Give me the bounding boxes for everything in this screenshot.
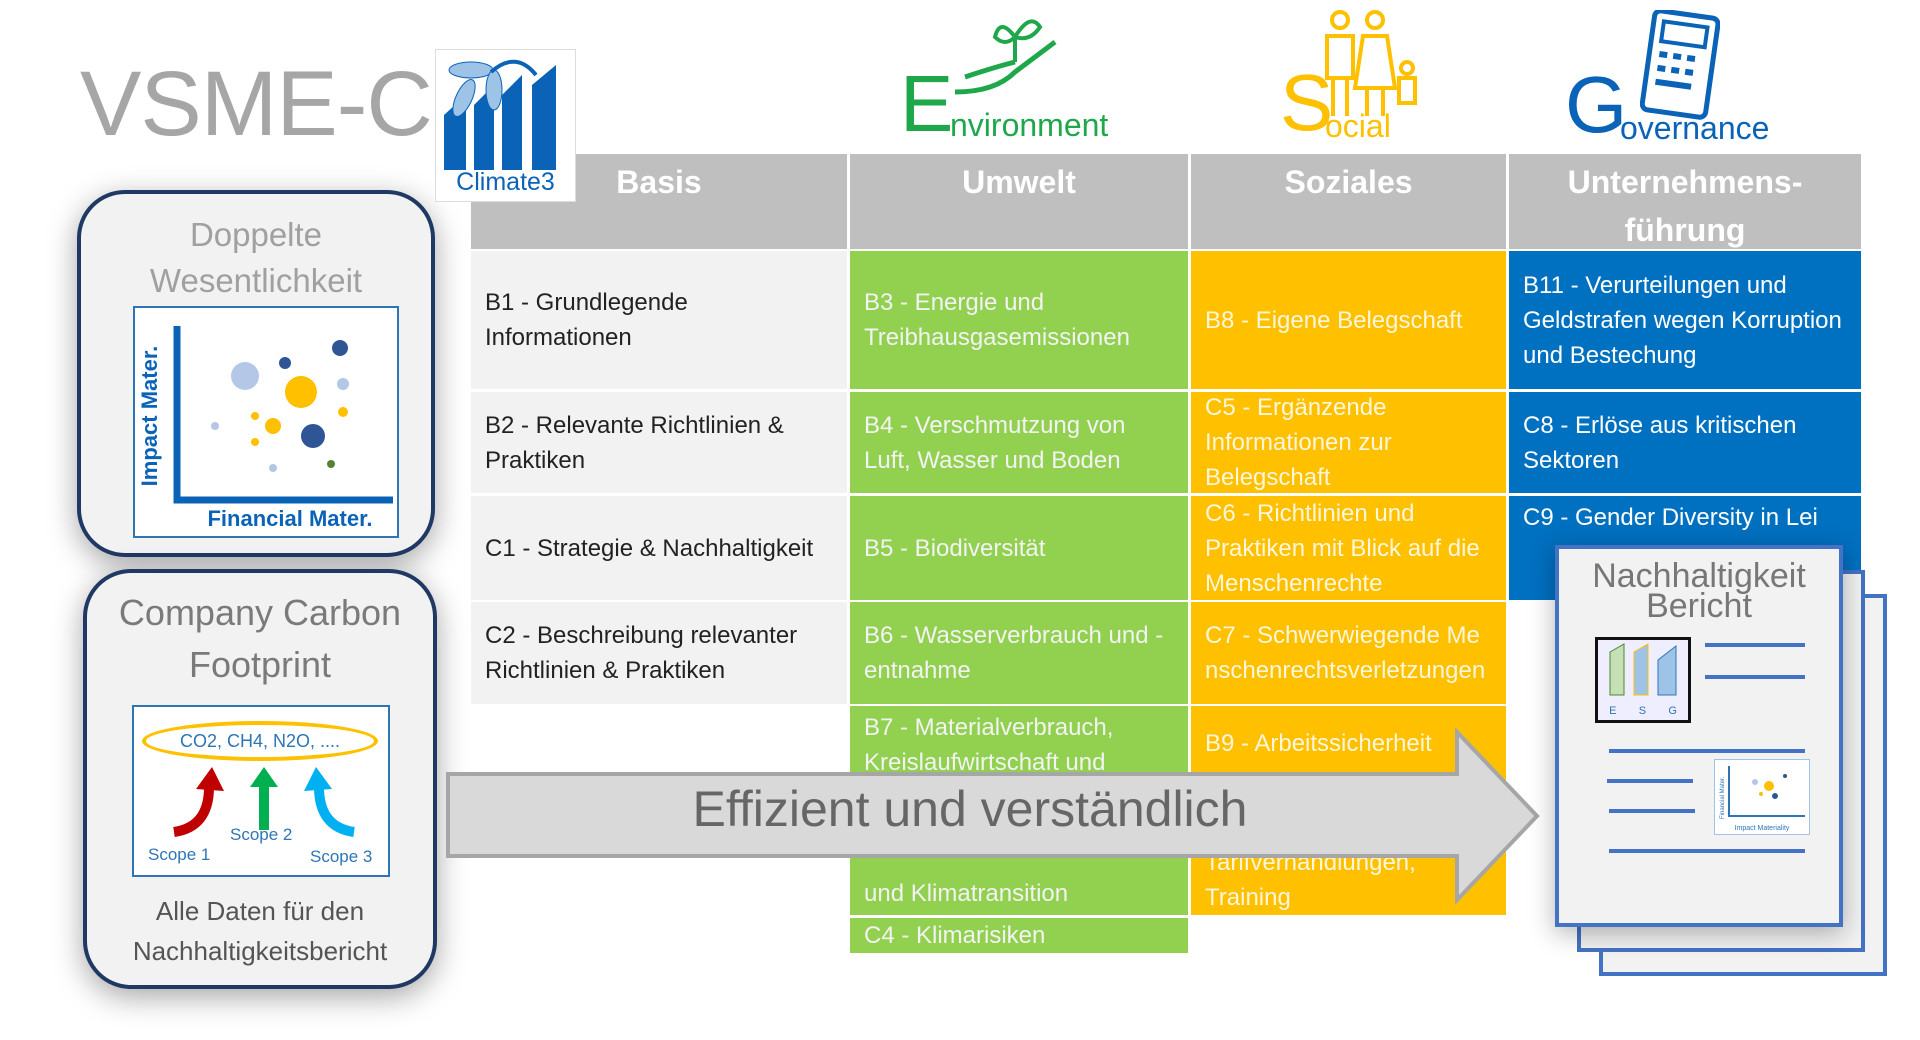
scatter-matrix-icon: [173, 326, 393, 504]
table-cell-umwelt: C4 - Klimarisiken: [850, 918, 1188, 953]
bar-chart-leaf-icon: [444, 59, 556, 170]
table-cell-soziales: C6 - Richtlinien und Praktiken mit Blick…: [1191, 496, 1506, 600]
materiality-matrix-image: Impact Mater. Financial Mater.: [133, 306, 399, 538]
table-cell-soziales: B8 - Eigene Belegschaft: [1191, 251, 1506, 389]
environment-pillar: E nvironment: [900, 12, 1130, 148]
scopes-image: CO2, CH4, N2O, .... Scope 1 Scope 2 Scop…: [132, 705, 390, 877]
governance-pillar: G overnance: [1565, 10, 1775, 149]
header-governance-line2: führung: [1624, 212, 1746, 248]
environment-label: nvironment: [950, 107, 1109, 143]
esg-letter: S: [1638, 705, 1647, 717]
table-cell-umwelt: B5 - Biodiversität: [850, 496, 1188, 600]
table-cell-basis: C1 - Strategie & Nachhaltigkeit: [471, 496, 847, 600]
mini-materiality-image: Impact Materiality Financial Mater.: [1714, 759, 1810, 835]
scope3-label: Scope 3: [310, 847, 373, 866]
card-title: Company Carbon Footprint: [118, 592, 402, 685]
carbon-footprint-card: Company Carbon Footprint CO2, CH4, N2O, …: [83, 569, 437, 989]
table-cell-umwelt: B6 - Wasserverbrauch und -entnahme: [850, 602, 1188, 704]
table-cell-governance: B11 - Verurteilungen und Geldstrafen weg…: [1509, 251, 1861, 389]
table-cell-soziales: C5 - Ergänzende Informationen zur Belegs…: [1191, 392, 1506, 493]
card-title: Doppelte Wesentlichkeit: [149, 216, 363, 299]
esg-letter: E: [1609, 705, 1617, 717]
card-caption: Alle Daten für den Nachhaltigkeitsberich…: [132, 896, 388, 966]
right-arrow-shape: [446, 728, 1540, 905]
governance-initial: G: [1565, 60, 1628, 149]
esg-letter: G: [1668, 705, 1677, 717]
family-icon: [1325, 10, 1417, 116]
social-label: ocial: [1325, 108, 1391, 144]
table-cell-basis: C2 - Beschreibung relevanter Richtlinien…: [471, 602, 847, 704]
report-title-line2: Bericht: [1646, 587, 1752, 625]
x-axis-label: Financial Mater.: [207, 506, 373, 531]
arrow-text: Effizient und verständlich: [692, 781, 1248, 837]
mini-scatter-icon: [1728, 766, 1805, 817]
scope-arrows-icon: [173, 767, 355, 837]
climate3-logo: Climate3: [435, 49, 576, 202]
table-cell-umwelt: B3 - Energie und Treibhausgasemissionen: [850, 251, 1188, 389]
ghg-gases-label: CO2, CH4, N2O, ....: [142, 721, 378, 761]
header-governance-line1: Unternehmens-: [1567, 164, 1803, 200]
mini-x-label: Impact Materiality: [1734, 825, 1790, 832]
cell-text: B9 - Arbeitssicherheit: [1205, 730, 1432, 757]
social-initial: S: [1280, 58, 1334, 147]
calculator-icon: [1640, 10, 1720, 120]
double-materiality-card: Doppelte Wesentlichkeit Impact Mater. Fi…: [77, 190, 435, 557]
table-cell-umwelt: B4 - Verschmutzung von Luft, Wasser und …: [850, 392, 1188, 493]
scope1-label: Scope 1: [148, 845, 211, 864]
header-governance: Unternehmens-führung: [1509, 154, 1861, 249]
table-cell-basis: B1 - Grundlegende Informationen: [471, 251, 847, 389]
page-title: VSME-C: [80, 53, 433, 155]
social-pillar: S ocial: [1280, 8, 1440, 147]
report-title-line1: Nachhaltigkeit: [1592, 557, 1806, 595]
logo-label: Climate3: [456, 168, 555, 196]
governance-label: overnance: [1620, 110, 1770, 146]
hand-plant-icon: [954, 19, 1057, 95]
y-axis-label: Impact Mater.: [137, 345, 162, 487]
esg-panels-icon: [1609, 643, 1677, 696]
header-soziales: Soziales: [1191, 154, 1506, 249]
cell-text: B7 - Materialverbrauch, Kreislaufwirtsch…: [864, 714, 1114, 776]
table-cell-basis: B2 - Relevante Richtlinien & Praktiken: [471, 392, 847, 493]
table-cell-soziales: C7 - Schwerwiegende Menschenrechtsverlet…: [1191, 602, 1506, 704]
mini-y-label: Financial Mater.: [1720, 776, 1726, 819]
scope2-label: Scope 2: [230, 825, 293, 844]
cell-text: und Klimatransition: [864, 880, 1069, 907]
environment-initial: E: [900, 59, 954, 148]
header-umwelt: Umwelt: [850, 154, 1188, 249]
table-cell-governance: C8 - Erlöse aus kritischen Sektoren: [1509, 392, 1861, 493]
